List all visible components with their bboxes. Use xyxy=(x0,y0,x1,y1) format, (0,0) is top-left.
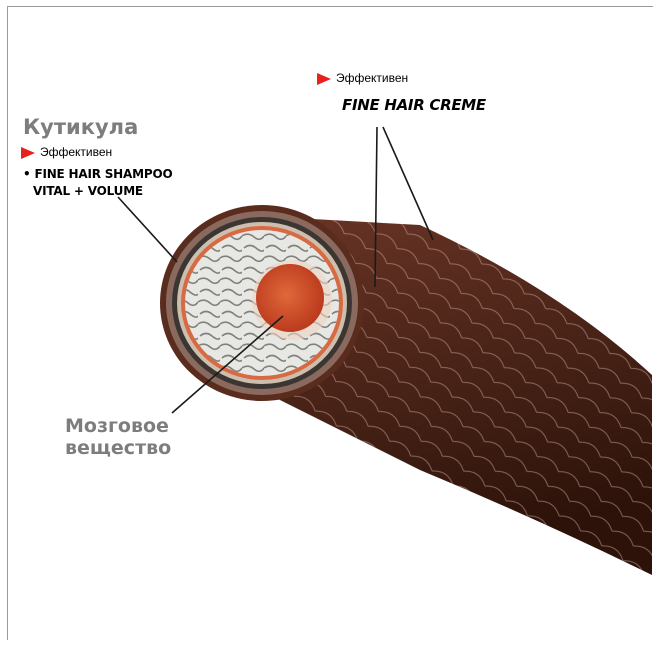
cortex-effective: Эффективен xyxy=(317,71,408,85)
cuticle-heading: Кутикула xyxy=(23,115,138,139)
cuticle-product-line1: • FINE HAIR SHAMPOO xyxy=(23,166,172,182)
cortex-effective-label: Эффективен xyxy=(336,71,408,85)
cuticle-effective-label: Эффективен xyxy=(40,145,112,159)
cross-section xyxy=(160,205,364,401)
cuticle-leader xyxy=(118,197,177,262)
medulla-label: Мозговое вещество xyxy=(65,415,171,459)
red-triangle-icon xyxy=(317,73,331,85)
cuticle-effective: Эффективен xyxy=(21,145,112,159)
cortex-product: FINE HAIR CREME xyxy=(342,96,486,114)
red-triangle-icon xyxy=(21,147,35,159)
cuticle-product-line2: VITAL + VOLUME xyxy=(33,183,143,199)
medulla-label-line2: вещество xyxy=(65,437,171,459)
medulla-label-line1: Мозговое xyxy=(65,415,171,437)
cortex-leader-outer xyxy=(383,127,433,240)
medulla-core xyxy=(256,264,324,332)
